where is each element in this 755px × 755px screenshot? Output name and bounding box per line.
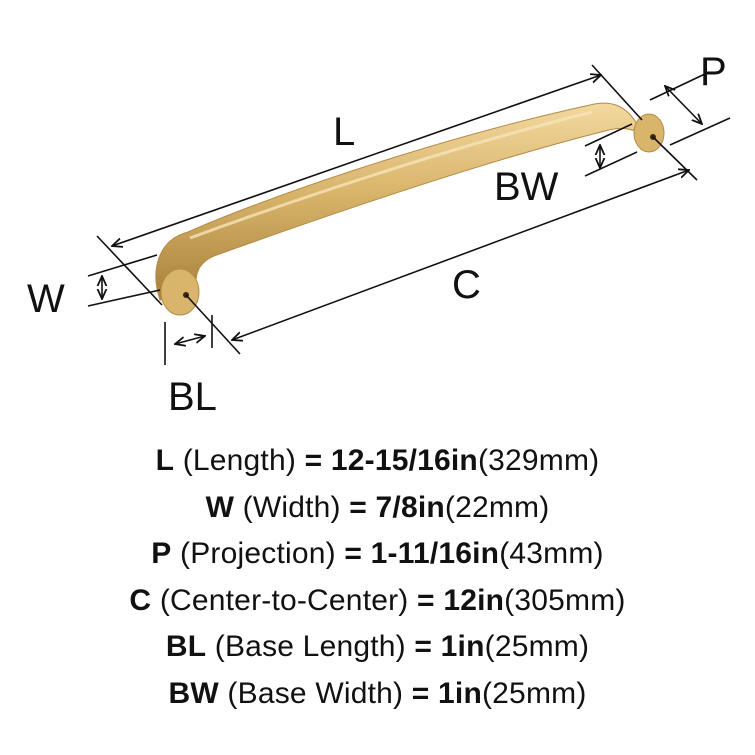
length-dimension-arrow [112, 75, 601, 246]
center-dimension-arrow [232, 170, 689, 340]
length-extension-left [96, 235, 163, 306]
spec-base-width: BW (Base Width) = 1in(25mm) [0, 671, 755, 718]
center-extension-left [185, 294, 241, 355]
handle-dimension-diagram: L P BW W C BL [27, 50, 731, 419]
left-base-post [160, 268, 200, 316]
spec-symbol: L [155, 444, 175, 477]
spec-center-to-center: C (Center-to-Center) = 12in(305mm) [0, 578, 755, 625]
projection-label: P [700, 50, 727, 94]
spec-width: W (Width) = 7/8in(22mm) [0, 485, 755, 532]
width-extension-lower [87, 289, 161, 307]
right-base-post [633, 113, 665, 153]
spec-metric-value: (43mm) [499, 537, 604, 570]
spec-equals: = [414, 630, 433, 663]
spec-name: (Base Width) [227, 676, 404, 710]
spec-equals: = [411, 676, 430, 710]
handle-bar [155, 102, 653, 301]
spec-symbol: BW [168, 676, 219, 710]
spec-symbol: P [151, 537, 172, 570]
spec-metric-value: (305mm) [504, 583, 626, 617]
spec-name: (Center-to-Center) [159, 583, 409, 617]
spec-imperial-value: 1-11/16in [370, 537, 500, 570]
spec-imperial-value: 1in [438, 676, 482, 710]
spec-equals: = [417, 583, 435, 617]
dimension-lines [87, 64, 731, 365]
base-width-extension-lower [584, 151, 638, 177]
base-width-label: BW [494, 165, 559, 209]
spec-name: (Width) [242, 490, 341, 524]
base-width-extension-upper [584, 123, 633, 147]
length-label: L [333, 110, 355, 154]
base-length-dimension-arrow [175, 336, 205, 344]
spec-equals: = [304, 444, 323, 477]
center-to-center-label: C [452, 263, 481, 307]
specifications-list: L (Length) = 12-15/16in(329mm) W (Width)… [0, 438, 755, 717]
spec-equals: = [344, 537, 363, 570]
projection-dimension-arrow [665, 86, 702, 124]
spec-name: (Base Length) [214, 630, 406, 663]
spec-metric-value: (25mm) [481, 676, 587, 710]
spec-equals: = [349, 490, 367, 524]
spec-metric-value: (25mm) [484, 630, 590, 663]
spec-imperial-value: 12in [443, 583, 505, 617]
spec-base-length: BL (Base Length) = 1in(25mm) [0, 624, 755, 671]
spec-imperial-value: 12-15/16in [330, 444, 478, 477]
spec-metric-value: (22mm) [444, 490, 550, 524]
projection-extension-lower [669, 117, 731, 146]
spec-projection: P (Projection) = 1-11/16in(43mm) [0, 531, 755, 578]
width-extension-upper [87, 254, 158, 277]
projection-extension-upper [649, 72, 708, 101]
spec-symbol: C [129, 583, 152, 617]
width-label: W [27, 277, 65, 321]
base-length-label: BL [168, 375, 217, 419]
spec-metric-value: (329mm) [477, 444, 600, 477]
spec-name: (Length) [182, 444, 297, 477]
spec-name: (Projection) [180, 537, 336, 570]
spec-symbol: W [205, 490, 235, 524]
spec-symbol: BL [165, 630, 207, 663]
spec-imperial-value: 1in [440, 630, 485, 663]
spec-imperial-value: 7/8in [375, 490, 445, 524]
cabinet-pull-handle [155, 102, 665, 316]
spec-length: L (Length) = 12-15/16in(329mm) [0, 438, 755, 485]
